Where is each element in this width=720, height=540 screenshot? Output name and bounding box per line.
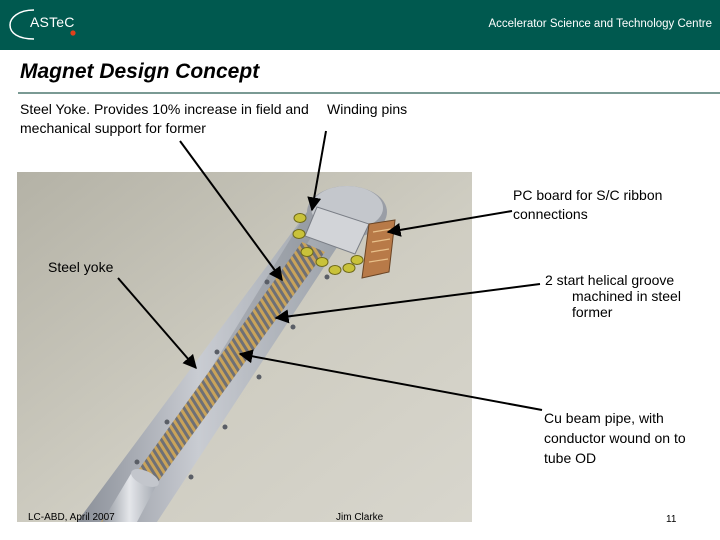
page-number: 11 [666, 514, 677, 525]
label-pc-board: PC board for S/C ribbon connections [513, 187, 663, 222]
magnet-photo [17, 172, 472, 522]
title-divider [18, 92, 720, 94]
label-helical-groove-line1: 2 start helical groove [545, 272, 675, 288]
logo-dot-icon [70, 30, 76, 36]
logo-text: ASTeC [30, 14, 75, 30]
centre-name: Accelerator Science and Technology Centr… [488, 18, 712, 30]
label-steel-yoke: Steel yoke [48, 259, 114, 275]
footer-author: Jim Clarke [336, 512, 384, 523]
header-bar: ASTeC Accelerator Science and Technology… [0, 0, 720, 50]
label-winding-pins: Winding pins [327, 101, 408, 117]
logo-swoosh-icon [9, 9, 76, 40]
slide-title: Magnet Design Concept [20, 60, 260, 83]
label-cu-beam-pipe: Cu beam pipe, with conductor wound on to… [544, 410, 686, 466]
footer-event: LC-ABD, April 2007 [28, 512, 115, 523]
label-steel-yoke-description: Steel Yoke. Provides 10% increase in fie… [20, 101, 309, 136]
label-helical-groove-line2: machined in steel former [572, 288, 681, 320]
winding-pins-shape [292, 213, 364, 275]
astec-logo: ASTeC [4, 4, 78, 44]
helical-groove-shape [101, 242, 325, 522]
